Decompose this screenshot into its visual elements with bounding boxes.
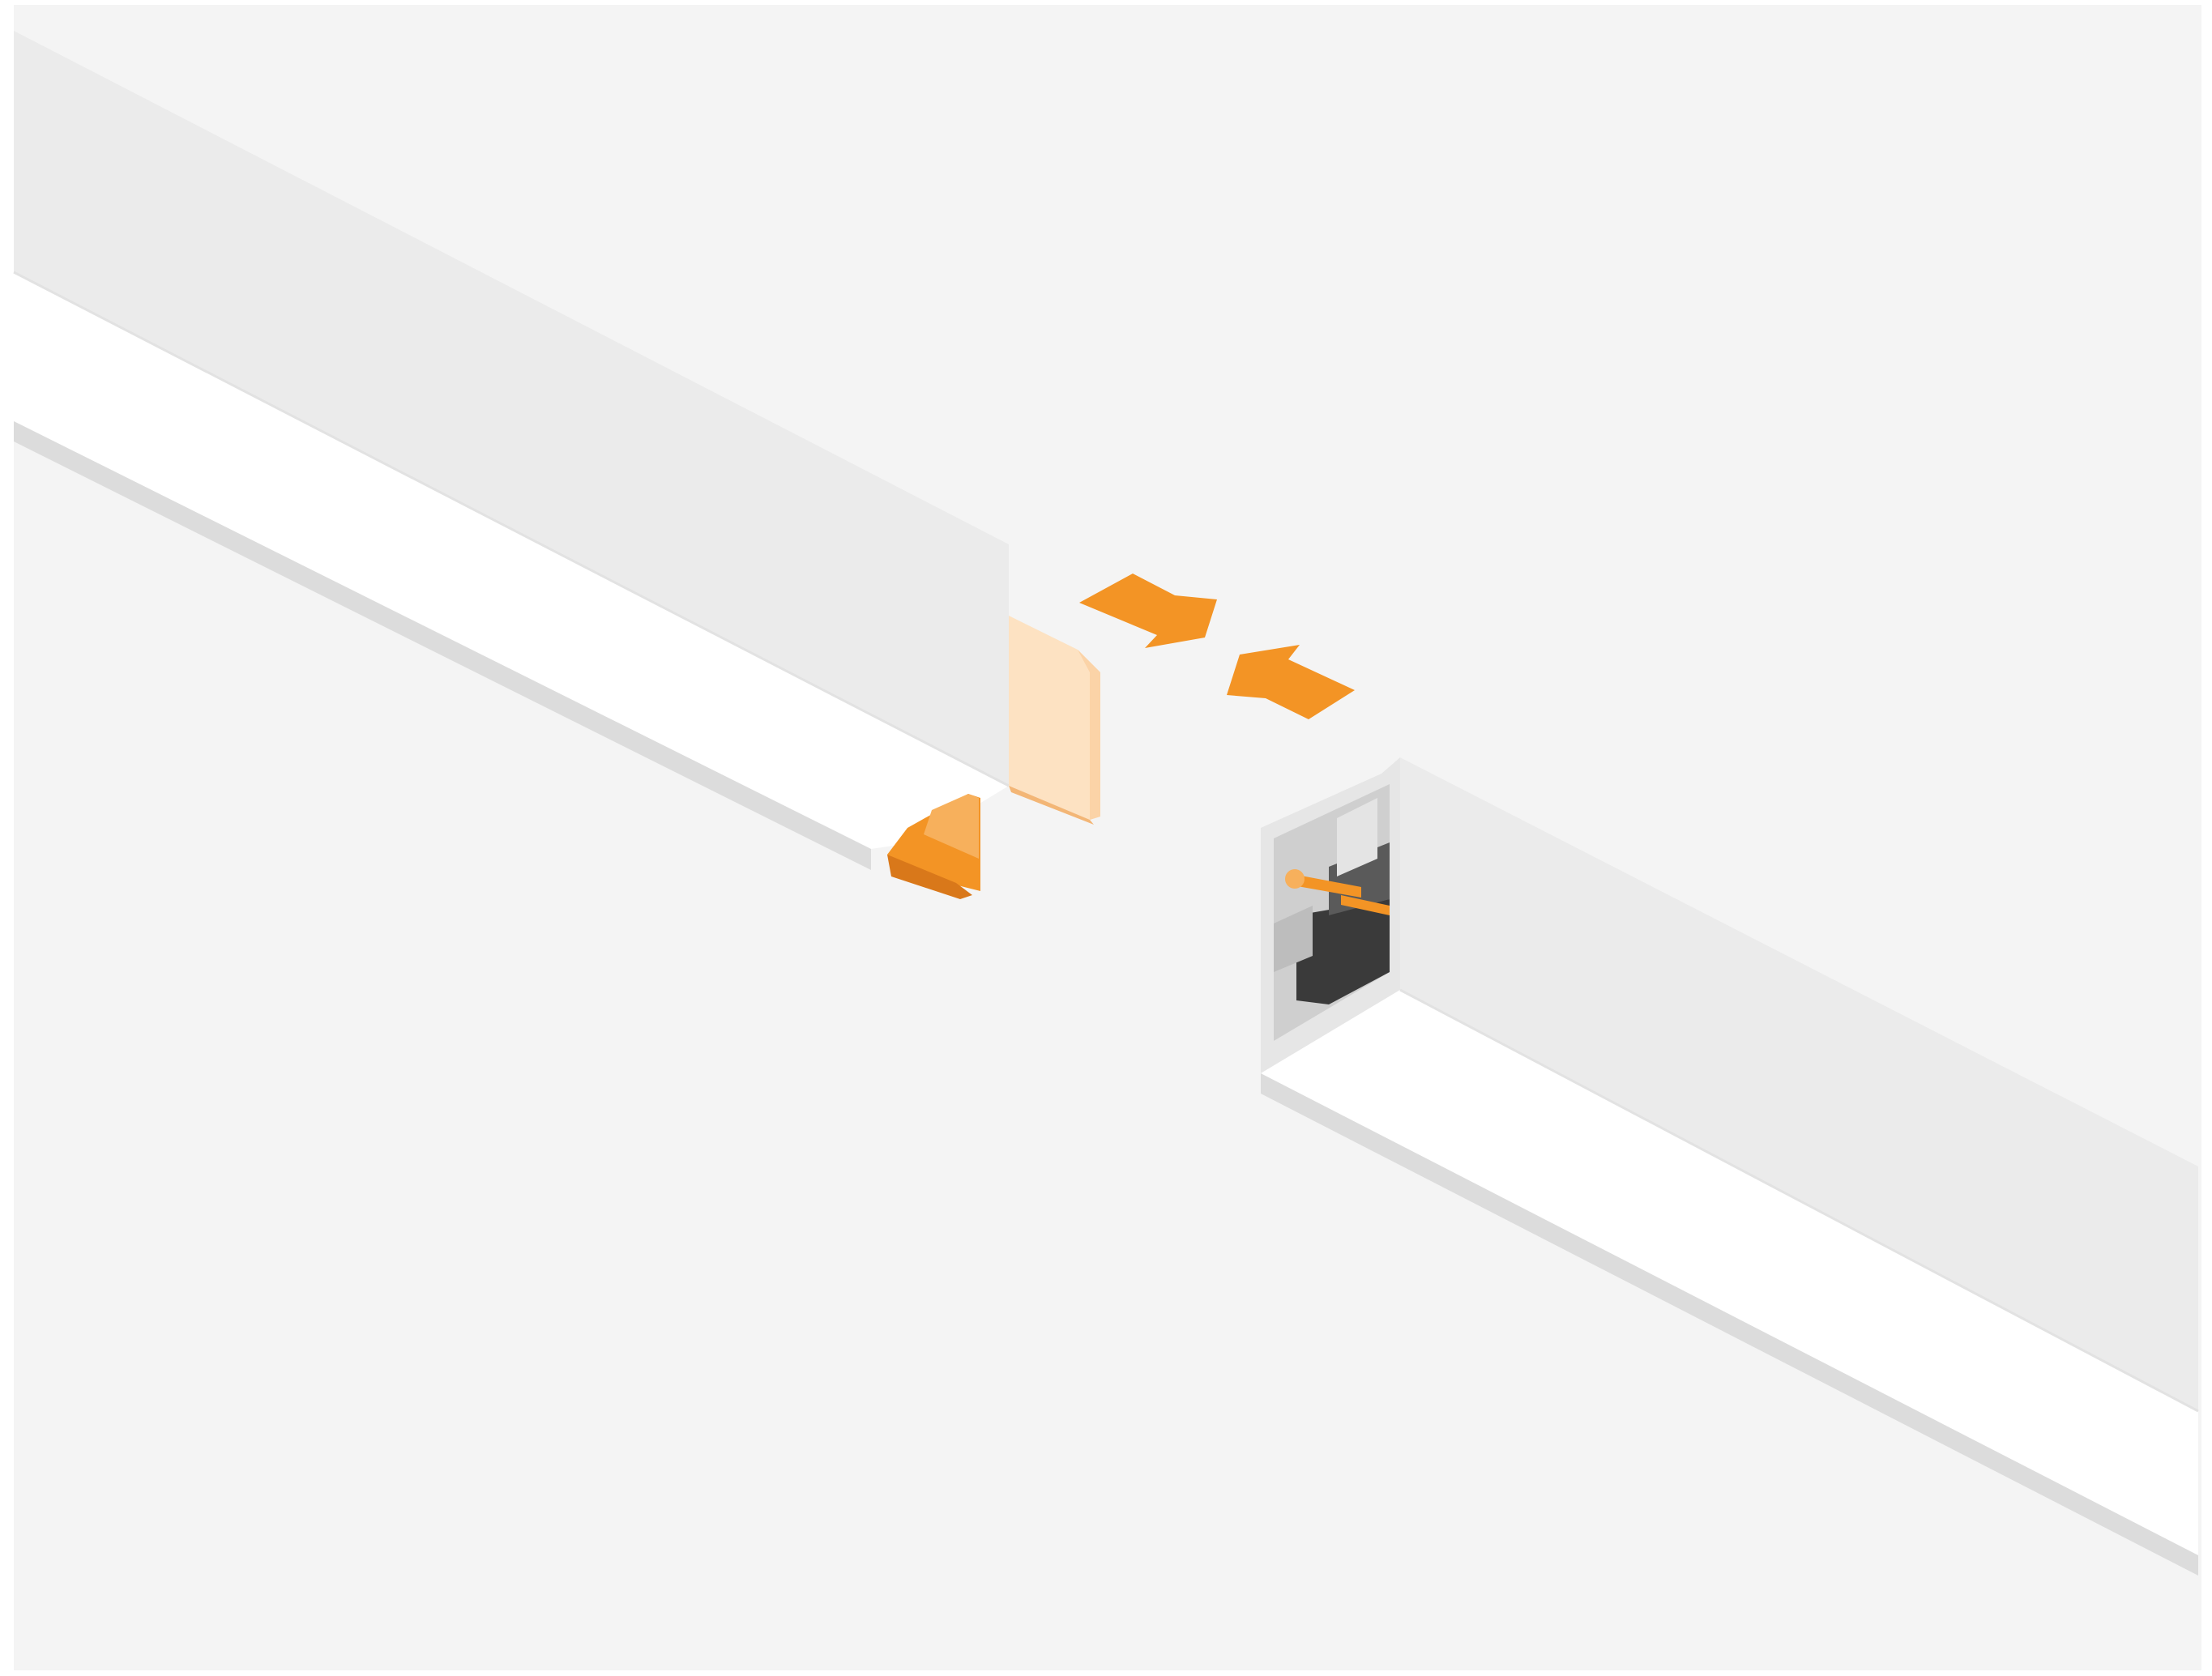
connector-pin-head xyxy=(1285,869,1305,889)
